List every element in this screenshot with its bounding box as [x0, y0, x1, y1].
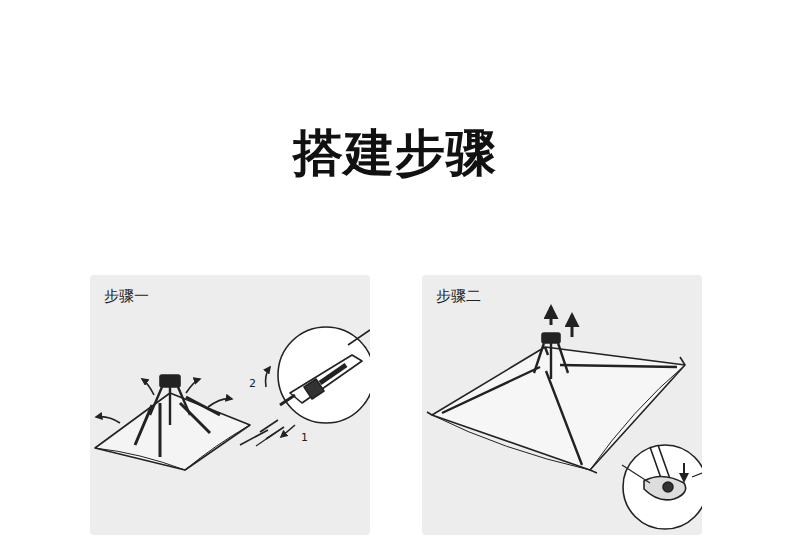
step-one-illustration: [90, 275, 370, 535]
callout-number: 2: [249, 378, 256, 389]
step-label: 步骤一: [104, 287, 149, 306]
page-title: 搭建步骤: [0, 120, 790, 187]
step-label: 步骤二: [436, 287, 481, 306]
step-panel: 步骤二: [422, 275, 702, 535]
step-two-illustration: [422, 275, 702, 535]
callout-number: 1: [301, 432, 308, 443]
step-panel: 步骤一: [90, 275, 370, 535]
